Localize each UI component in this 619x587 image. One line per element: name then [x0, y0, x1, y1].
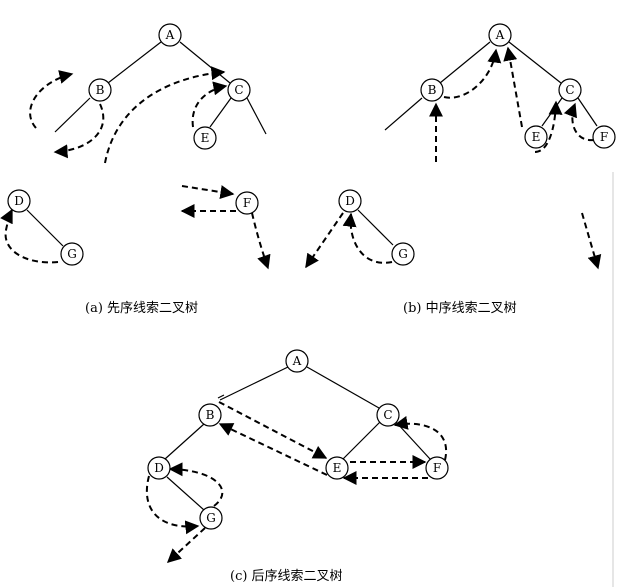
- svg-text:A: A: [495, 28, 505, 42]
- edge-b-C-E: [541, 97, 563, 127]
- svg-text:A: A: [165, 28, 175, 42]
- thread-c-D-down: [145, 475, 200, 535]
- svg-text:D: D: [345, 194, 355, 208]
- caption-c: (c) 后序线索二叉树: [230, 569, 343, 584]
- svg-text:D: D: [14, 194, 24, 208]
- svg-text:C: C: [383, 408, 392, 422]
- thread-c-G-down: [166, 527, 206, 563]
- svg-text:C: C: [565, 83, 574, 97]
- svg-text:F: F: [600, 130, 608, 144]
- diagram-b: A B C E F D G (b) 中序线索二叉树: [305, 23, 616, 316]
- node-a-F: F: [235, 191, 259, 215]
- thread-c-G-D: [168, 462, 224, 507]
- edge-b-D-G: [357, 209, 394, 246]
- thread-a-G-D: [0, 208, 59, 264]
- thread-b-F-C: [563, 102, 595, 142]
- edge-b-A-C: [508, 41, 562, 84]
- node-c-C: C: [376, 403, 400, 427]
- svg-text:D: D: [154, 461, 164, 475]
- edge-a-D-G: [26, 209, 64, 247]
- node-b-B: B: [420, 78, 444, 102]
- node-c-D: D: [147, 456, 171, 480]
- thread-c-F-C: [393, 416, 448, 461]
- caption-a: (a) 先序线索二叉树: [85, 301, 198, 316]
- edge-b-B-left: [384, 97, 423, 131]
- node-c-F: F: [425, 456, 449, 480]
- node-b-E: E: [524, 125, 548, 149]
- svg-text:E: E: [201, 131, 210, 145]
- node-c-B: B: [198, 403, 222, 427]
- edge-c-C-F: [395, 421, 431, 460]
- svg-text:B: B: [206, 408, 215, 422]
- node-a-C: C: [227, 78, 251, 102]
- node-a-B: B: [88, 78, 112, 102]
- edge-a-A-C: [179, 41, 231, 84]
- diagram-c: A B C D E F G (c) 后序线索二叉树: [145, 349, 449, 584]
- node-b-G: G: [391, 242, 415, 266]
- svg-text:G: G: [398, 247, 408, 261]
- edge-c-left-stub: [217, 394, 225, 399]
- edge-c-D-G: [166, 476, 205, 511]
- node-b-F: F: [592, 125, 616, 149]
- node-a-A: A: [158, 23, 182, 47]
- thread-a-B-right: [53, 103, 105, 159]
- thread-a-B-left: [29, 70, 74, 129]
- edge-c-A-C: [306, 366, 380, 409]
- node-a-D: D: [7, 189, 31, 213]
- node-b-D: D: [338, 189, 362, 213]
- svg-text:F: F: [243, 196, 251, 210]
- node-a-E: E: [193, 126, 217, 150]
- edge-a-B-left: [54, 97, 91, 133]
- edge-a-A-B: [107, 41, 162, 84]
- svg-text:C: C: [234, 83, 243, 97]
- svg-text:B: B: [96, 83, 105, 97]
- node-b-C: C: [558, 78, 582, 102]
- thread-c-B-E: [218, 401, 328, 459]
- thread-a-E-C: [191, 81, 228, 128]
- edge-c-C-E: [342, 421, 381, 460]
- thread-b-B-A: [443, 48, 502, 99]
- svg-text:G: G: [67, 247, 77, 261]
- edge-b-C-F: [577, 97, 598, 127]
- edge-c-B-D: [164, 423, 205, 460]
- node-b-A: A: [488, 23, 512, 47]
- edge-a-C-right: [246, 97, 267, 135]
- svg-text:E: E: [532, 130, 541, 144]
- thread-b-D-down: [305, 212, 344, 269]
- svg-text:B: B: [428, 83, 437, 97]
- edge-b-A-B: [439, 41, 491, 84]
- svg-text:F: F: [433, 461, 441, 475]
- node-c-E: E: [325, 456, 349, 480]
- thread-a-F-in: [181, 185, 235, 199]
- thread-b-E-C: [534, 100, 563, 153]
- edge-c-A-B: [219, 366, 289, 401]
- diagram-a: A B C E D G F (a) 先序线索二叉树: [0, 23, 271, 316]
- caption-b: (b) 中序线索二叉树: [403, 301, 517, 316]
- thread-b-F-down: [581, 212, 602, 270]
- node-a-G: G: [60, 242, 84, 266]
- thread-b-E-A: [503, 46, 523, 128]
- svg-text:E: E: [333, 461, 342, 475]
- edge-a-C-E: [209, 97, 232, 128]
- svg-text:G: G: [206, 511, 216, 525]
- thread-a-F-down: [251, 212, 271, 270]
- node-c-G: G: [199, 506, 223, 530]
- svg-text:A: A: [292, 354, 302, 368]
- node-c-A: A: [285, 349, 309, 373]
